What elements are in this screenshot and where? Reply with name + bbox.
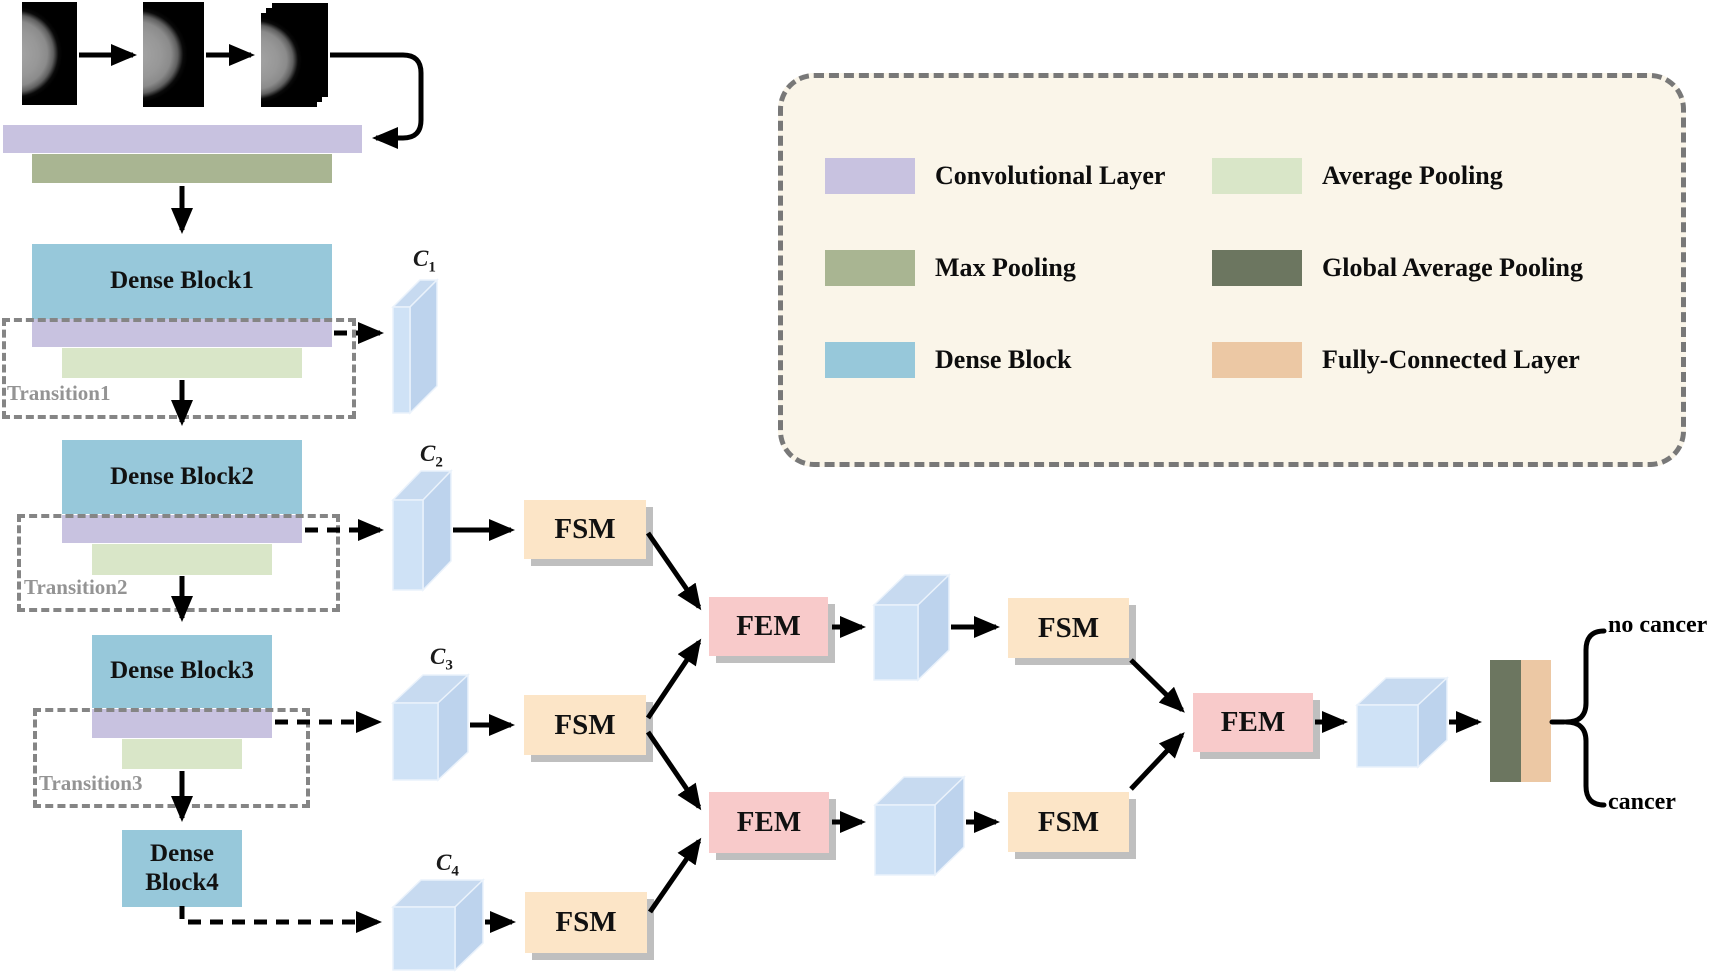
transition-2-avgpool-bar — [92, 544, 272, 575]
dense-block-3: Dense Block3 — [92, 635, 272, 708]
legend-item-max-pool: Max Pooling — [825, 250, 1212, 286]
fsm-module-2: FSM — [524, 695, 646, 755]
c2-text: C — [420, 441, 436, 466]
fully-connected-swatch — [1212, 342, 1302, 378]
global-avg-pool-bar — [1490, 660, 1521, 782]
legend-item-gap: Global Average Pooling — [1212, 250, 1681, 286]
fem-final-label: FEM — [1220, 706, 1286, 738]
transition-2-conv-bar — [62, 515, 302, 543]
mammogram-stack-front — [261, 13, 317, 107]
arrow-fsm1-to-fem-top — [645, 531, 702, 611]
dense-block-4: Dense Block4 — [122, 830, 242, 907]
mammogram-image-2 — [143, 2, 204, 107]
feature-map-c3-cube — [391, 673, 470, 782]
fsm-4-label: FSM — [1037, 611, 1100, 644]
fsm-module-5: FSM — [1008, 792, 1129, 852]
brace-curve — [1563, 628, 1607, 808]
feature-map-c4-cube — [391, 878, 485, 972]
dense-block-1: Dense Block1 — [32, 244, 332, 319]
fused-feature-cube-bottom — [873, 775, 966, 877]
legend-label: Max Pooling — [935, 253, 1076, 282]
feature-map-c2-label: C2 — [420, 441, 443, 472]
transition-3-avgpool-bar — [122, 739, 242, 769]
output-brace — [1549, 628, 1607, 808]
avg-pool-swatch — [1212, 158, 1302, 194]
legend-label: Dense Block — [935, 345, 1072, 374]
c1-text: C — [413, 246, 429, 271]
max-pool-bar-stem — [32, 154, 332, 183]
arrow-fsm2-to-fem-top — [645, 638, 702, 720]
legend-label: Average Pooling — [1322, 161, 1503, 190]
transition-1-label: Transition1 — [7, 381, 111, 405]
arrow-fsm4-to-fem-final — [1129, 658, 1185, 713]
legend-item-dense: Dense Block — [825, 342, 1212, 378]
fsm-5-label: FSM — [1037, 805, 1100, 838]
fsm-2-label: FSM — [554, 708, 616, 741]
fully-connected-bar — [1521, 660, 1551, 782]
dense-block-2: Dense Block2 — [62, 440, 302, 514]
fem-module-final: FEM — [1193, 693, 1313, 752]
dense-block-3-label: Dense Block3 — [110, 657, 254, 685]
feature-map-c1-cube — [391, 278, 439, 415]
transition-3-conv-bar — [92, 709, 272, 738]
feature-map-c2-cube — [391, 469, 453, 592]
dashed-arrow-db4-to-c4 — [179, 906, 382, 933]
fem-top-label: FEM — [736, 610, 801, 642]
c1-sub: 1 — [428, 259, 436, 276]
fsm-module-1: FSM — [524, 500, 646, 559]
transition-1-avgpool-bar — [62, 348, 302, 378]
c3-text: C — [430, 644, 446, 669]
dense-block-swatch — [825, 342, 915, 378]
legend: Convolutional Layer Average Pooling Max … — [778, 73, 1686, 467]
arrow-fsm5-to-fem-final — [1129, 732, 1185, 791]
final-feature-cube — [1355, 676, 1449, 769]
feature-map-c4-label: C4 — [436, 850, 459, 881]
c4-text: C — [436, 850, 452, 875]
fused-feature-cube-top — [872, 573, 951, 682]
feature-map-c1-label: C1 — [413, 246, 436, 277]
c4-sub: 4 — [451, 863, 459, 880]
fem-bottom-label: FEM — [736, 806, 802, 838]
arrow-fsm3-to-fem-bottom — [647, 837, 702, 914]
fsm-module-4: FSM — [1008, 598, 1129, 658]
fsm-1-label: FSM — [554, 513, 616, 545]
c2-sub: 2 — [435, 454, 443, 471]
legend-label: Convolutional Layer — [935, 161, 1166, 190]
output-label-no-cancer: no cancer — [1608, 612, 1708, 638]
transition-2-label: Transition2 — [24, 575, 128, 599]
max-pool-swatch — [825, 250, 915, 286]
mammogram-image-1 — [22, 2, 77, 105]
fsm-3-label: FSM — [555, 906, 617, 938]
c3-sub: 3 — [445, 657, 453, 674]
dense-block-2-label: Dense Block2 — [110, 462, 254, 490]
output-label-cancer: cancer — [1608, 789, 1676, 815]
feature-map-c3-label: C3 — [430, 644, 453, 675]
legend-label: Fully-Connected Layer — [1322, 345, 1580, 374]
global-avg-pool-swatch — [1212, 250, 1302, 286]
legend-item-avg-pool: Average Pooling — [1212, 158, 1681, 194]
arrow-fsm2-to-fem-bottom — [645, 730, 702, 811]
conv-layer-swatch — [825, 158, 915, 194]
dense-block-4-label: Dense Block4 — [145, 839, 219, 896]
fem-module-top: FEM — [709, 597, 828, 656]
legend-label: Global Average Pooling — [1322, 253, 1583, 282]
transition-3-label: Transition3 — [39, 771, 143, 795]
dense-block-1-label: Dense Block1 — [110, 267, 254, 295]
transition-1-conv-bar — [32, 319, 332, 347]
conv-layer-bar-stem — [3, 125, 362, 153]
fsm-module-3: FSM — [525, 892, 647, 953]
legend-item-fc: Fully-Connected Layer — [1212, 342, 1681, 378]
legend-item-conv: Convolutional Layer — [825, 158, 1212, 194]
fem-module-bottom: FEM — [709, 792, 829, 853]
